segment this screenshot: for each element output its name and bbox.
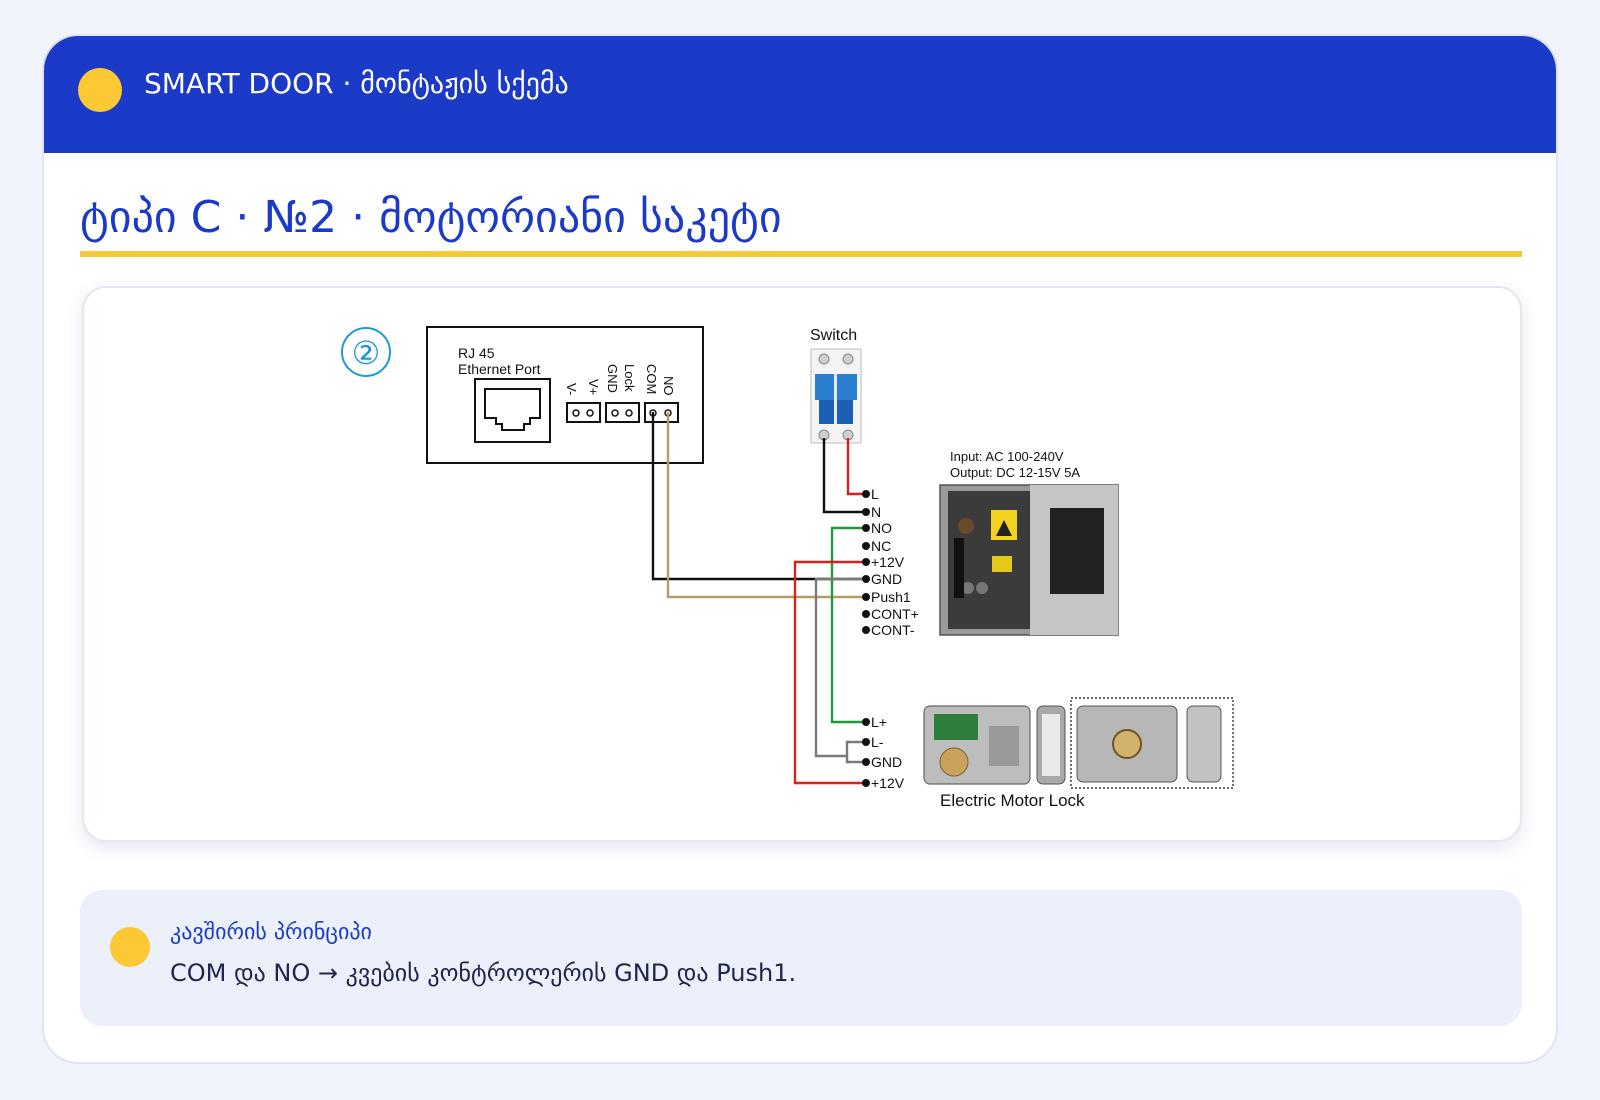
rj45-port-icon xyxy=(474,378,551,443)
psu-terminal-cont-minus: CONT- xyxy=(871,622,915,638)
step-number-circle xyxy=(341,327,391,377)
wire-gnd-lminus xyxy=(814,577,864,758)
terminal-label-lock: Lock xyxy=(622,364,637,392)
terminal-label-v-plus: V+ xyxy=(586,379,601,395)
terminal-block-lock xyxy=(605,402,640,423)
psu-terminal-n: N xyxy=(871,504,881,520)
wire-no-push1 xyxy=(666,412,864,599)
terminal-label-gnd: GND xyxy=(605,364,620,393)
psu-terminal-cont-plus: CONT+ xyxy=(871,606,919,622)
lock-terminals: L+ L- GND +12V xyxy=(862,714,905,791)
card: SMART DOOR · მონტაჟის სქემა ტიპი C · №2 … xyxy=(42,34,1558,1064)
note-title: კავშირის პრინციპი xyxy=(170,920,372,945)
port-label-line1: RJ 45 xyxy=(458,345,495,361)
terminal-label-no: NO xyxy=(661,376,676,396)
psu-input-label: Input: AC 100-240V xyxy=(950,449,1064,464)
wire-12v-12v xyxy=(793,560,864,785)
circuit-breaker-switch xyxy=(810,348,862,444)
wire-switch-n xyxy=(822,438,864,514)
header-bar: SMART DOOR · მონტაჟის სქემა xyxy=(44,36,1556,153)
wiring xyxy=(651,412,864,785)
lock-terminal-lminus: L- xyxy=(871,734,884,750)
header-dot-icon xyxy=(78,68,122,112)
terminal-label-com: COM xyxy=(644,364,659,394)
power-supply-unit xyxy=(939,484,1119,636)
wire-gnd-gnd xyxy=(845,756,864,764)
wire-switch-l xyxy=(846,438,864,496)
psu-terminal-no: NO xyxy=(871,520,892,536)
psu-terminal-l: L xyxy=(871,486,879,502)
port-label-line2: Ethernet Port xyxy=(458,361,541,377)
lock-terminal-gnd: GND xyxy=(871,754,902,770)
wiring-diagram-panel: ② RJ 45 Ethernet Port xyxy=(82,286,1522,842)
step-number: ② xyxy=(352,335,381,371)
note-dot-icon xyxy=(110,927,150,967)
terminal-block-relay xyxy=(644,402,679,423)
psu-terminal-nc: NC xyxy=(871,538,891,554)
switch-label: Switch xyxy=(810,327,857,344)
psu-terminals: L N NO NC +12V GND Push1 CONT+ CONT- xyxy=(862,486,919,638)
lock-label: Electric Motor Lock xyxy=(940,791,1085,810)
lock-terminal-lplus: L+ xyxy=(871,714,887,730)
note-text: COM და NO → კვების კონტროლერის GND და Pu… xyxy=(170,959,797,987)
connection-principle-note: კავშირის პრინციპი COM და NO → კვების კონ… xyxy=(80,890,1522,1026)
wiring-diagram: ② RJ 45 Ethernet Port xyxy=(341,326,1234,810)
electric-motor-lock xyxy=(923,697,1234,789)
psu-terminal-push1: Push1 xyxy=(871,589,911,605)
page-title: ტიპი C · №2 · მოტორიანი საკეტი xyxy=(80,192,782,243)
psu-terminal-gnd: GND xyxy=(871,571,902,587)
psu-output-label: Output: DC 12-15V 5A xyxy=(950,465,1080,480)
wire-com-gnd xyxy=(651,412,864,581)
terminal-label-v-minus: V- xyxy=(564,383,579,395)
header-title: SMART DOOR · მონტაჟის სქემა xyxy=(144,67,569,100)
terminal-block-power xyxy=(566,402,601,423)
lock-terminal-12v: +12V xyxy=(871,775,905,791)
psu-terminal-12v: +12V xyxy=(871,554,905,570)
access-controller: RJ 45 Ethernet Port xyxy=(426,326,704,464)
title-underline xyxy=(80,251,1522,257)
wire-no-lplus xyxy=(830,526,864,724)
